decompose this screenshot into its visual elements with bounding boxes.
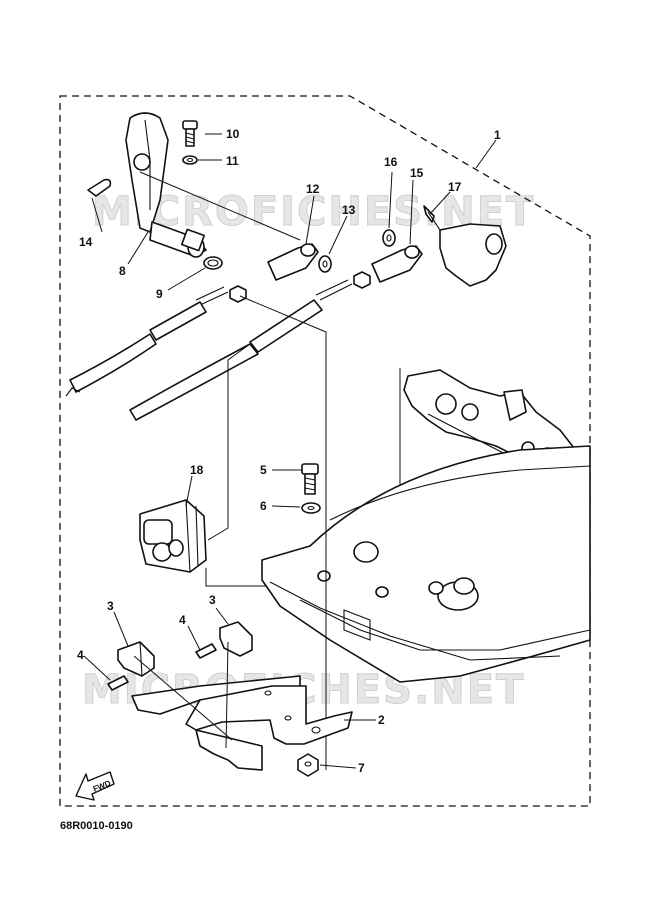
label-7: 7	[358, 761, 365, 775]
cable-nut-right	[353, 271, 371, 289]
part-12-joint[interactable]	[267, 243, 319, 281]
label-4-right: 4	[179, 613, 186, 627]
fwd-arrow-icon: FWD	[75, 771, 115, 801]
part-6-washer[interactable]	[301, 502, 321, 514]
label-14: 14	[79, 235, 93, 249]
label-6: 6	[260, 499, 267, 513]
label-3-right: 3	[209, 593, 216, 607]
figure-code: 68R0010-0190	[60, 820, 133, 832]
label-17: 17	[448, 180, 462, 194]
shift-cable	[129, 279, 353, 421]
label-5: 5	[260, 463, 267, 477]
part-4-pin-left[interactable]	[107, 675, 129, 691]
label-13: 13	[342, 203, 356, 217]
part-4-pin-right[interactable]	[195, 643, 217, 659]
bottom-cowling	[261, 445, 591, 683]
part-10-bolt[interactable]	[182, 120, 198, 147]
throttle-cable	[65, 286, 229, 397]
label-3-left: 3	[107, 599, 114, 613]
part-14-clip[interactable]	[87, 178, 112, 197]
part-11-washer[interactable]	[182, 155, 198, 165]
label-12: 12	[306, 182, 320, 196]
label-1: 1	[494, 128, 501, 142]
cable-nut-left	[229, 285, 247, 303]
label-16: 16	[384, 155, 398, 169]
label-10: 10	[226, 127, 240, 141]
label-2: 2	[378, 713, 385, 727]
part-5-bolt[interactable]	[301, 463, 319, 495]
label-11: 11	[226, 154, 239, 168]
label-4-left: 4	[77, 648, 84, 662]
part-16-washer[interactable]	[382, 229, 396, 247]
part-7-nut[interactable]	[297, 753, 319, 777]
part-8-lever[interactable]	[125, 112, 207, 258]
part-3-clamp-left[interactable]	[117, 641, 155, 677]
part-13-washer[interactable]	[318, 255, 332, 273]
part-2-bracket[interactable]	[131, 675, 353, 771]
label-18: 18	[190, 463, 204, 477]
part-9-o-ring[interactable]	[203, 256, 223, 270]
shift-arm	[439, 223, 507, 287]
part-18-grommet[interactable]	[139, 499, 207, 573]
part-15-joint[interactable]	[371, 245, 423, 283]
label-9: 9	[156, 287, 163, 301]
label-8: 8	[119, 264, 126, 278]
label-15: 15	[410, 166, 424, 180]
part-3-clamp-right[interactable]	[219, 621, 253, 657]
